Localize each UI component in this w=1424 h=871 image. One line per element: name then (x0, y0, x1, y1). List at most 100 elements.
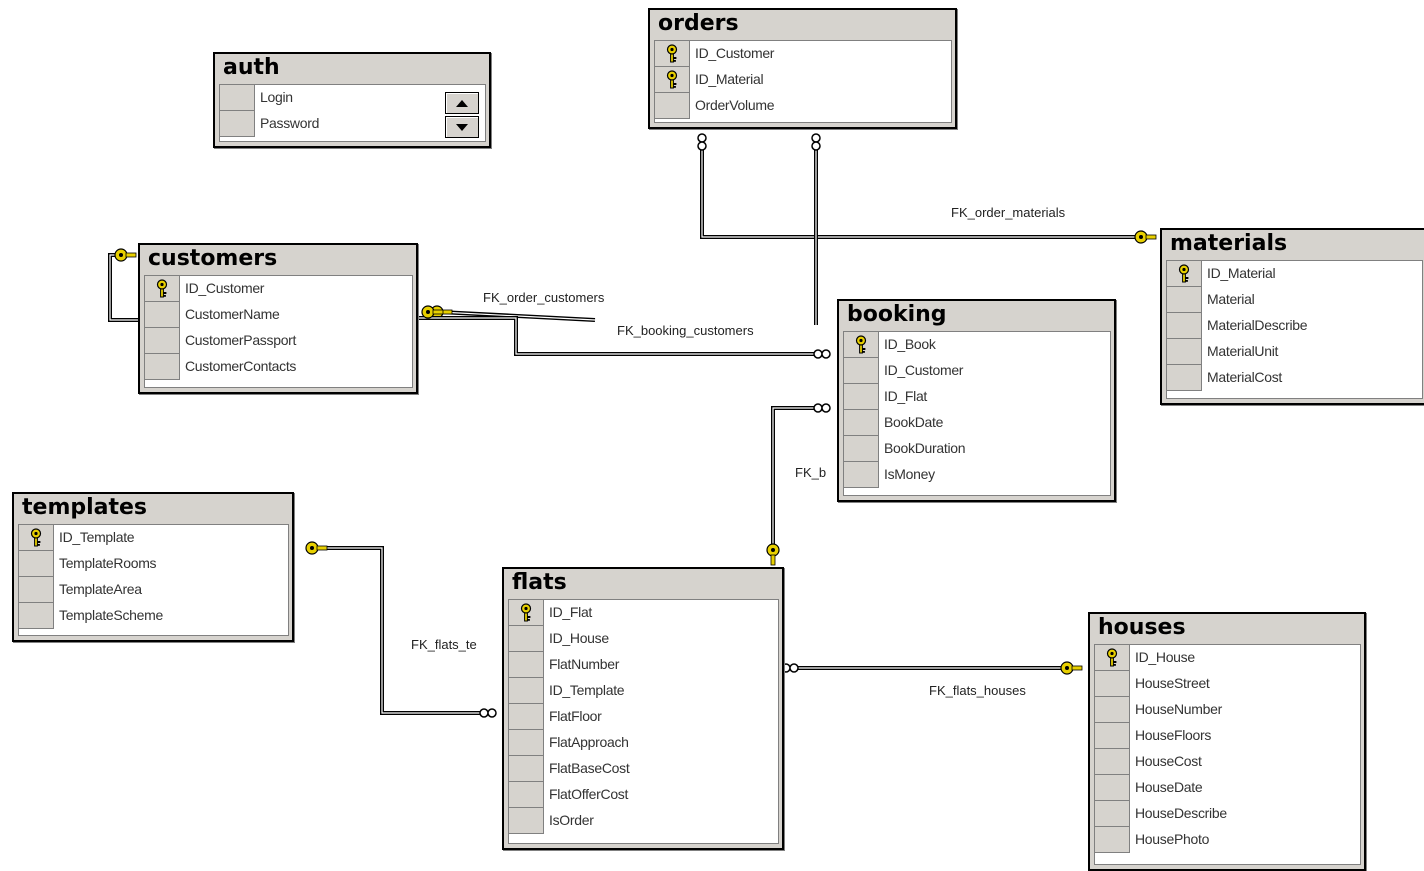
row-selector[interactable] (145, 354, 180, 380)
scroll-down-button[interactable] (445, 116, 479, 138)
row-selector[interactable] (1167, 261, 1202, 287)
field-row[interactable]: ID_Material (655, 67, 951, 93)
field-row[interactable]: TemplateRooms (19, 551, 288, 577)
row-selector[interactable] (1095, 801, 1130, 827)
scroll-up-button[interactable] (445, 92, 479, 114)
row-selector[interactable] (844, 410, 879, 436)
field-row[interactable]: ID_Template (509, 678, 778, 704)
field-row[interactable]: FlatFloor (509, 704, 778, 730)
field-row[interactable]: ID_Template (19, 525, 288, 551)
row-selector[interactable] (509, 652, 544, 678)
field-row[interactable]: FlatApproach (509, 730, 778, 756)
field-row[interactable]: FlatOfferCost (509, 782, 778, 808)
row-selector[interactable] (220, 111, 255, 137)
row-selector[interactable] (655, 67, 690, 93)
field-row[interactable]: Material (1167, 287, 1422, 313)
row-selector[interactable] (19, 551, 54, 577)
row-selector[interactable] (1095, 749, 1130, 775)
field-row[interactable]: HouseStreet (1095, 671, 1360, 697)
field-row[interactable]: ID_Flat (509, 600, 778, 626)
field-row[interactable]: Password (220, 111, 485, 137)
relationship-line[interactable] (108, 253, 140, 322)
field-row[interactable]: CustomerName (145, 302, 412, 328)
row-selector[interactable] (145, 276, 180, 302)
row-selector[interactable] (220, 85, 255, 111)
row-selector[interactable] (1095, 827, 1130, 853)
field-row[interactable]: ID_Customer (655, 41, 951, 67)
row-selector[interactable] (19, 577, 54, 603)
row-selector[interactable] (145, 302, 180, 328)
field-row[interactable]: FlatNumber (509, 652, 778, 678)
field-row[interactable]: HouseFloors (1095, 723, 1360, 749)
row-selector[interactable] (844, 462, 879, 488)
row-selector[interactable] (1095, 775, 1130, 801)
field-row[interactable]: IsOrder (509, 808, 778, 834)
field-row[interactable]: ID_Material (1167, 261, 1422, 287)
field-name: ID_Template (549, 682, 625, 698)
field-row[interactable]: HousePhoto (1095, 827, 1360, 853)
row-selector[interactable] (1167, 287, 1202, 313)
field-row[interactable]: CustomerContacts (145, 354, 412, 380)
row-selector[interactable] (1167, 313, 1202, 339)
row-selector[interactable] (509, 782, 544, 808)
row-selector[interactable] (844, 332, 879, 358)
row-selector[interactable] (655, 93, 690, 119)
row-selector[interactable] (1095, 671, 1130, 697)
row-selector[interactable] (844, 358, 879, 384)
row-selector[interactable] (145, 328, 180, 354)
row-selector[interactable] (509, 704, 544, 730)
field-row[interactable]: ID_Book (844, 332, 1110, 358)
row-selector[interactable] (509, 808, 544, 834)
field-row[interactable]: MaterialDescribe (1167, 313, 1422, 339)
row-selector[interactable] (1095, 723, 1130, 749)
row-selector[interactable] (509, 626, 544, 652)
row-selector[interactable] (1167, 339, 1202, 365)
row-selector[interactable] (509, 756, 544, 782)
field-row[interactable]: HouseDescribe (1095, 801, 1360, 827)
field-row[interactable]: TemplateArea (19, 577, 288, 603)
row-selector[interactable] (19, 525, 54, 551)
row-selector[interactable] (655, 41, 690, 67)
relationship-line[interactable] (414, 316, 815, 356)
field-row[interactable]: CustomerPassport (145, 328, 412, 354)
row-selector[interactable] (1095, 645, 1130, 671)
row-selector[interactable] (844, 384, 879, 410)
field-row[interactable]: OrderVolume (655, 93, 951, 119)
relationship-line[interactable] (312, 546, 482, 715)
field-row[interactable]: ID_Flat (844, 384, 1110, 410)
row-selector[interactable] (1095, 697, 1130, 723)
row-selector[interactable] (509, 600, 544, 626)
row-selector[interactable] (509, 730, 544, 756)
field-row[interactable]: MaterialUnit (1167, 339, 1422, 365)
relationship-line[interactable] (700, 150, 1140, 239)
field-row[interactable]: ID_Customer (844, 358, 1110, 384)
field-row[interactable]: MaterialCost (1167, 365, 1422, 391)
row-selector[interactable] (19, 603, 54, 629)
field-name: OrderVolume (695, 97, 775, 113)
row-selector[interactable] (844, 436, 879, 462)
field-row[interactable]: HouseNumber (1095, 697, 1360, 723)
row-selector[interactable] (509, 678, 544, 704)
field-row[interactable]: IsMoney (844, 462, 1110, 488)
field-row[interactable]: FlatBaseCost (509, 756, 778, 782)
field-name: HouseNumber (1135, 701, 1222, 717)
field-row[interactable]: Login (220, 85, 485, 111)
field-row[interactable]: HouseDate (1095, 775, 1360, 801)
field-row[interactable]: HouseCost (1095, 749, 1360, 775)
field-row[interactable]: ID_Customer (145, 276, 412, 302)
field-row[interactable]: BookDate (844, 410, 1110, 436)
field-row[interactable]: BookDuration (844, 436, 1110, 462)
row-selector[interactable] (1167, 365, 1202, 391)
field-row[interactable]: TemplateScheme (19, 603, 288, 629)
field-row[interactable]: ID_House (509, 626, 778, 652)
field-row[interactable]: ID_House (1095, 645, 1360, 671)
